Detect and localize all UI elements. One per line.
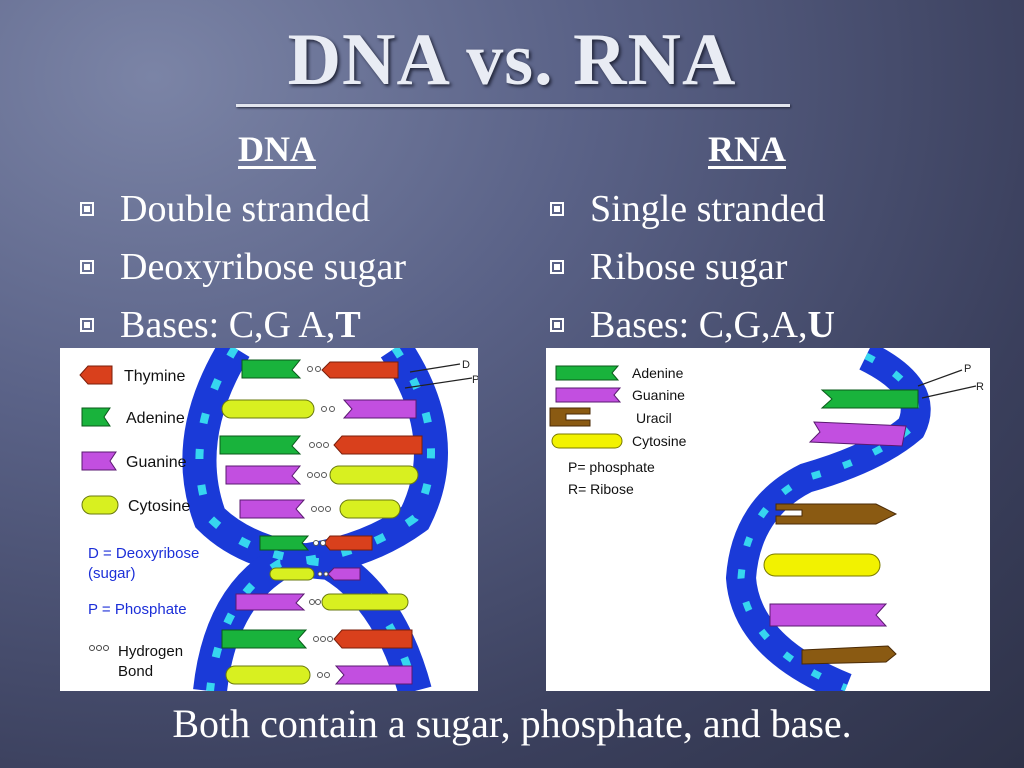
- dna-bases-text: Bases: C,G A,: [120, 304, 336, 346]
- dna-legend: Thymine Adenine Guanine Cytosine D = Deo…: [79, 365, 199, 680]
- rna-bases: [763, 389, 919, 665]
- legend-phosphate: P= phosphate: [568, 459, 655, 475]
- dna-base-pairs: [219, 359, 423, 685]
- guanine-swatch: [81, 451, 117, 471]
- square-bullet-icon: [80, 202, 94, 216]
- dna-bullet-list: Double stranded Deoxyribose sugar Bases:…: [80, 180, 406, 354]
- dna-heading: DNA: [238, 129, 316, 169]
- r-marker-line: [921, 385, 977, 399]
- rna-bases-uracil: U: [807, 304, 835, 346]
- rna-bullet-item: Single stranded: [550, 180, 835, 238]
- dna-bases-thymine: T: [335, 304, 361, 346]
- d-marker-line: [409, 363, 461, 373]
- square-bullet-icon: [80, 318, 94, 332]
- legend-bond: Bond: [118, 663, 153, 680]
- legend-deoxyribose: D = Deoxyribose: [88, 545, 199, 562]
- square-bullet-icon: [550, 260, 564, 274]
- legend-sugar: (sugar): [88, 565, 136, 582]
- square-bullet-icon: [550, 318, 564, 332]
- square-bullet-icon: [550, 202, 564, 216]
- dna-bullet-item: Bases: C,G A,T: [80, 296, 406, 354]
- legend-cytosine: Cytosine: [128, 498, 190, 515]
- square-bullet-icon: [80, 260, 94, 274]
- d-marker-label: D: [462, 359, 470, 371]
- rna-bullet-item: Ribose sugar: [550, 238, 835, 296]
- legend-thymine: Thymine: [124, 368, 185, 385]
- dna-diagram: D P Thymine Adenine Guanine Cytosine D =…: [60, 348, 478, 691]
- hydrogen-bond-dots: [307, 366, 335, 678]
- p-marker-line: [917, 369, 963, 387]
- legend-ribose: R= Ribose: [568, 481, 634, 497]
- legend-hydrogen: Hydrogen: [118, 643, 183, 660]
- legend-phosphate: P = Phosphate: [88, 601, 187, 618]
- legend-cytosine: Cytosine: [632, 433, 687, 449]
- rna-strand-figure: P R Adenine Guanine Uracil Cytosine P= p…: [549, 348, 984, 691]
- dna-bullet-item: Deoxyribose sugar: [80, 238, 406, 296]
- rna-backbone: [725, 348, 931, 691]
- rna-bullet-list: Single stranded Ribose sugar Bases: C,G,…: [550, 180, 835, 354]
- legend-guanine: Guanine: [126, 454, 187, 471]
- rna-bases-text: Bases: C,G,A,: [590, 304, 808, 346]
- legend-guanine: Guanine: [632, 387, 685, 403]
- cytosine-swatch: [81, 495, 119, 515]
- rna-bullet-item: Bases: C,G,A,U: [550, 296, 835, 354]
- dna-bullet-text: Deoxyribose sugar: [120, 246, 406, 288]
- footer-caption: Both contain a sugar, phosphate, and bas…: [172, 701, 852, 746]
- p-marker-line: [404, 377, 473, 389]
- rna-heading: RNA: [708, 129, 786, 169]
- legend-uracil: Uracil: [636, 410, 672, 426]
- legend-adenine: Adenine: [126, 410, 185, 427]
- p-marker-label: P: [964, 363, 971, 375]
- rna-diagram: P R Adenine Guanine Uracil Cytosine P= p…: [546, 348, 990, 691]
- dna-helix-figure: D P Thymine Adenine Guanine Cytosine D =…: [79, 348, 478, 691]
- cytosine-swatch: [551, 433, 623, 449]
- hydrogen-bond-icon: [89, 645, 109, 651]
- uracil-swatch: [549, 407, 591, 427]
- adenine-swatch: [555, 365, 620, 381]
- title-underline: [236, 104, 790, 107]
- thymine-swatch: [79, 365, 113, 385]
- slide-title: DNA vs. RNA: [287, 19, 737, 101]
- dna-bullet-text: Double stranded: [120, 188, 371, 230]
- rna-bullet-text: Single stranded: [590, 188, 826, 230]
- adenine-swatch: [81, 407, 111, 427]
- rna-bullet-text: Ribose sugar: [590, 246, 788, 288]
- p-marker-label: P: [472, 374, 478, 386]
- legend-adenine: Adenine: [632, 365, 684, 381]
- dna-bullet-item: Double stranded: [80, 180, 406, 238]
- rna-legend: Adenine Guanine Uracil Cytosine P= phosp…: [549, 365, 687, 497]
- r-marker-label: R: [976, 381, 984, 393]
- guanine-swatch: [555, 387, 622, 403]
